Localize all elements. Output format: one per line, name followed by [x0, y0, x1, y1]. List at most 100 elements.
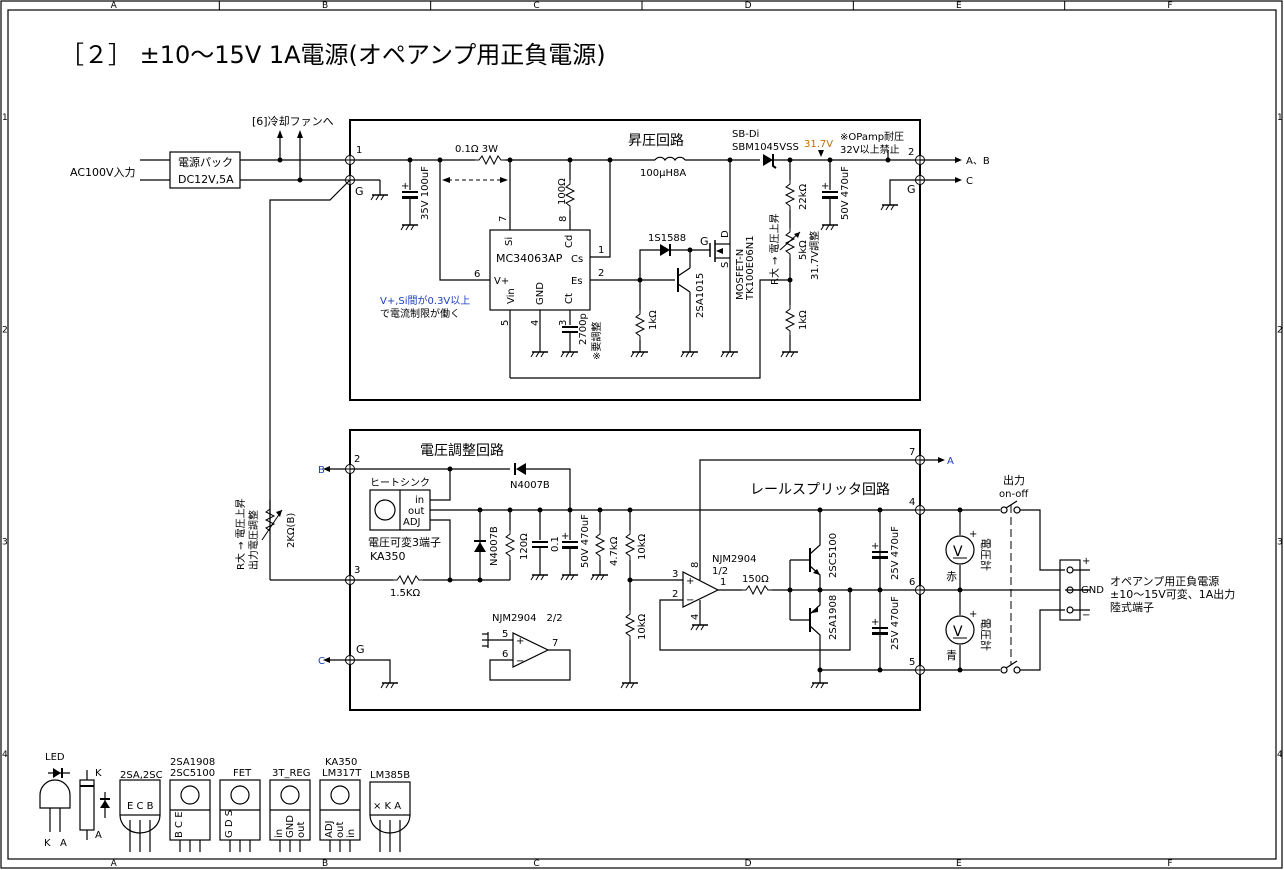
c-input-label: C	[318, 656, 325, 667]
mosfet-label-2: TK100E06N1	[745, 235, 756, 301]
legend-to92-title: 2SA,2SC	[120, 770, 163, 781]
warn-label-1: ※OPamp耐圧	[840, 130, 904, 143]
svg-text:−: −	[516, 656, 524, 667]
voltmeter-blue: V + 電圧計 青	[945, 609, 993, 662]
svg-text:+: +	[686, 576, 694, 587]
r-10k-a-label: 10kΩ	[637, 533, 648, 560]
ic-pin-si: Si	[504, 237, 515, 246]
adapter-label-2: DC12V,5A	[178, 173, 234, 186]
legend-to92: 2SA,2SC E C B	[119, 770, 163, 852]
terminal-g: G	[356, 643, 365, 656]
fet-pin-d: D	[720, 230, 731, 238]
legend-ka-p2: out	[335, 822, 346, 838]
opamp-label: NJM2904	[712, 554, 757, 565]
opamp-pin-3: 3	[672, 569, 678, 580]
terminal-gnd: GND	[1081, 585, 1104, 596]
grid-column-label: B	[322, 1, 328, 11]
legend-ka-1: KA350	[325, 757, 357, 768]
boost-board-outline	[349, 119, 921, 401]
pin-1: 1	[598, 245, 604, 256]
r-5k-label: 5kΩ	[798, 240, 809, 260]
legend-to220a-2: 2SC5100	[170, 768, 215, 779]
legend-ka-p1: ADJ	[324, 821, 335, 839]
grid-row-label: 2	[2, 325, 8, 335]
grid-row-label: 1	[2, 113, 8, 123]
reg-out-pin: out	[408, 506, 424, 517]
grid-column-label: E	[956, 1, 962, 11]
opamp2-pin-5: 5	[502, 629, 508, 640]
legend-led-title: LED	[45, 752, 65, 763]
output-switch[interactable]: 出力 on-off	[999, 473, 1029, 674]
grid-column-label: C	[533, 1, 539, 11]
pot-note-2: 出力電圧調整	[247, 510, 260, 570]
terminal-minus: −	[1082, 610, 1090, 621]
pot-label: 2KΩ(B)	[286, 513, 297, 548]
grid-column-label: E	[956, 859, 962, 869]
sbd-label-1: SB-Di	[732, 129, 759, 140]
legend-reg-p1: in	[274, 829, 285, 838]
heatsink-label: ヒートシンク	[370, 477, 430, 489]
reg-part: KA350	[370, 550, 406, 563]
legend-diode-a: A	[95, 830, 102, 841]
fet-pin-s: S	[720, 262, 731, 268]
pin-6: 6	[474, 269, 480, 280]
legend-to220a-1: 2SA1908	[170, 757, 215, 768]
regulator-circuit: 電圧調整回路 B 2 N4007B ヒートシンク in out ADJ 電圧可変…	[234, 429, 921, 711]
legend-ka-p3: in	[346, 829, 357, 838]
mosfet-label-1: MOSFET-N	[735, 249, 746, 300]
limit-note-2: で電流制限が働く	[380, 307, 460, 320]
ic-pin-cd: Cd	[564, 235, 575, 248]
meter-v-glyph: V	[953, 624, 963, 640]
reg-adj-pin: ADJ	[403, 517, 421, 528]
shunt-label: 0.1Ω 3W	[455, 144, 498, 155]
ic-pin-gnd: GND	[535, 282, 546, 305]
ic-pin-es: Es	[571, 276, 583, 287]
pin-3: 3	[558, 320, 569, 326]
grid-column-label: B	[322, 859, 328, 869]
pin-5: 5	[500, 320, 511, 326]
pin-8: 8	[558, 216, 569, 222]
ct-cap-label: 2700p	[578, 313, 589, 345]
opamp-pin-8: 8	[690, 562, 701, 568]
legend-to220a-pins: B C E	[174, 811, 185, 838]
ic-name: MC34063AP	[496, 252, 563, 265]
cap-a-label: 25V 470uF	[890, 526, 901, 580]
c-01-label: 0.1	[550, 536, 561, 552]
out-c-label: C	[966, 176, 973, 187]
legend-ka-2: LM317T	[322, 768, 362, 779]
legend-led-k: K	[44, 838, 51, 849]
output-section: V + 電圧計 赤 V + 電圧計 青 出力 on-off	[920, 473, 1235, 674]
ct-note: ※要調整	[590, 322, 603, 360]
terminal-6: 6	[909, 577, 915, 588]
ic-pin-ct: Ct	[564, 293, 575, 304]
terminal-5: 5	[909, 657, 915, 668]
legend-fet: FET G D S	[219, 768, 261, 852]
pot-note-1: R大 → 電圧上昇	[234, 498, 247, 570]
grid-column-label: A	[111, 859, 118, 869]
pin-7: 7	[498, 216, 509, 222]
r-47k-label: 4.7kΩ	[609, 536, 620, 566]
output-desc-1: オペアンプ用正負電源	[1110, 574, 1219, 588]
limit-note-1: V+,Si間が0.3V以上	[380, 294, 470, 307]
legend-led: LED K A	[39, 752, 71, 849]
grid-row-label: 1	[1277, 113, 1283, 123]
legend-diode-k: K	[95, 768, 102, 779]
reg-in-pin: in	[415, 495, 424, 506]
legend-ka350: KA350 LM317T ADJ out in	[319, 757, 362, 852]
r-150-label: 150Ω	[742, 574, 769, 585]
legend-3t-reg: 3T_REG in GND out	[269, 768, 311, 852]
legend-reg-p3: out	[296, 822, 307, 838]
grid-column-label: C	[533, 859, 539, 869]
r-1k-a-label: 1kΩ	[648, 310, 659, 330]
terminal-2-label: 2	[908, 147, 914, 158]
opamp-pin-4: 4	[690, 614, 701, 620]
ac-input-label: AC100V入力	[70, 166, 136, 179]
grid-row-label: 2	[1277, 325, 1283, 335]
r-10k-b-label: 10kΩ	[637, 613, 648, 640]
opamp-pin-2: 2	[672, 589, 678, 600]
grid-column-label: F	[1167, 859, 1172, 869]
meter-label: 電圧計	[979, 538, 993, 571]
regulator-board-outline	[349, 429, 921, 711]
